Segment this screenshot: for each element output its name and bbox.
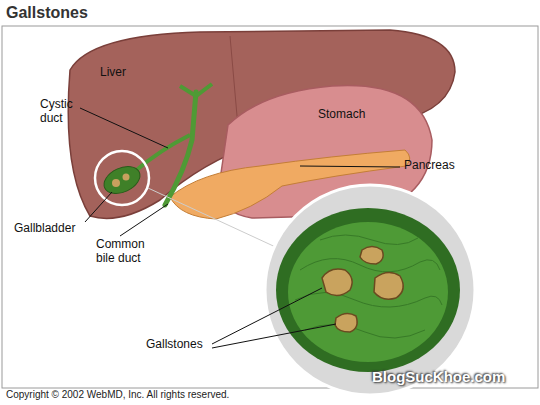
diagram-title: Gallstones bbox=[6, 4, 88, 22]
copyright-note: Copyright © 2002 WebMD, Inc. All rights … bbox=[6, 389, 229, 401]
stone bbox=[112, 179, 120, 187]
organ-name: Pancreas bbox=[404, 159, 455, 173]
zoom-guide bbox=[148, 188, 282, 250]
organ-name: Liver bbox=[100, 66, 126, 80]
mucosa-texture bbox=[295, 235, 442, 338]
gallbladder-wall bbox=[276, 208, 460, 372]
stone bbox=[123, 174, 130, 181]
gallbladder-shape bbox=[100, 161, 145, 199]
gallstones-drawing bbox=[322, 247, 403, 333]
organ-name: Stomach bbox=[318, 108, 365, 122]
hepatic-ducts bbox=[180, 84, 212, 96]
cystic-duct bbox=[134, 135, 190, 172]
leader-lines bbox=[80, 108, 400, 348]
organ-name: Gallbladder bbox=[14, 222, 75, 236]
part-name: Cystic duct bbox=[40, 98, 90, 126]
gallbladder-inside bbox=[288, 222, 448, 362]
watermark: BlogSucKhoe.com bbox=[372, 368, 505, 385]
highlight-circle bbox=[95, 151, 149, 205]
zoom-circle bbox=[265, 185, 475, 395]
part-name: Gallstones bbox=[146, 338, 203, 352]
part-name: Common bile duct bbox=[96, 238, 162, 266]
